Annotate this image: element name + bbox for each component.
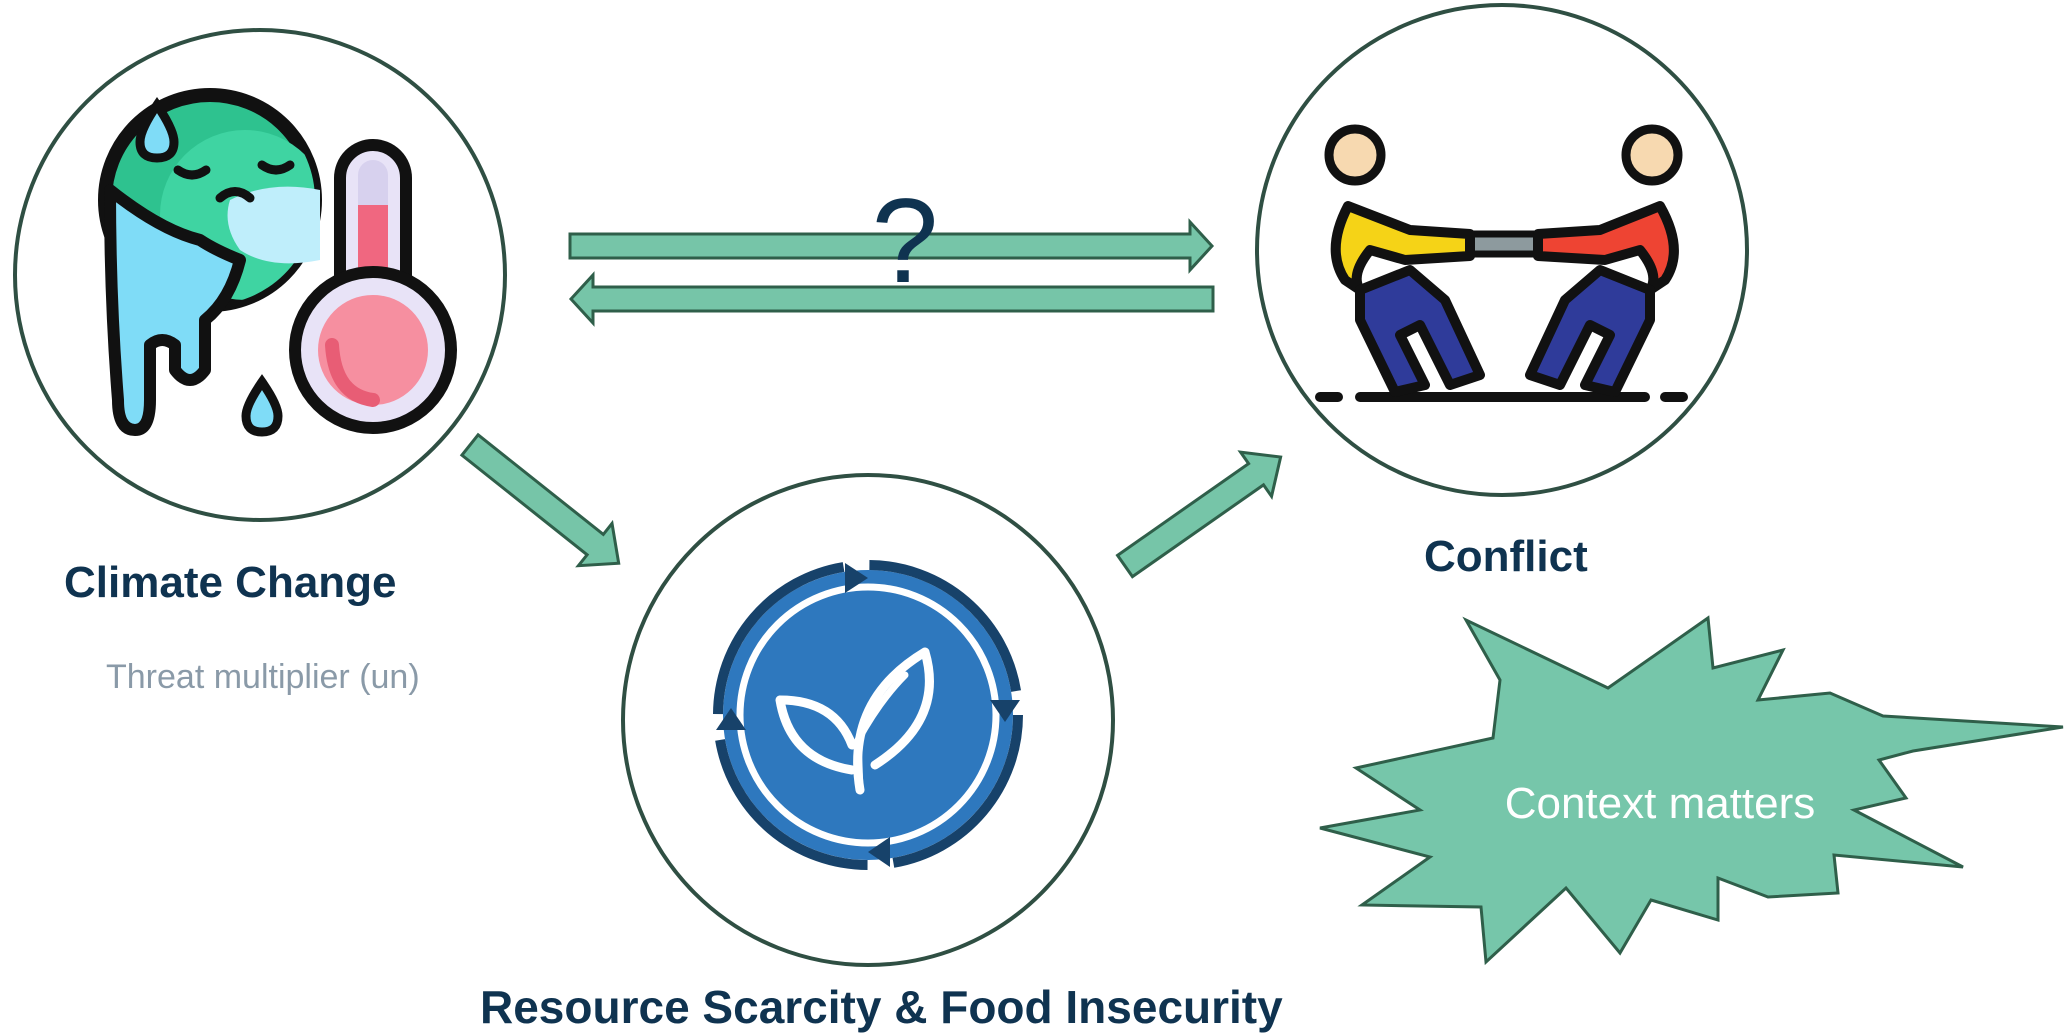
- climate-node-label: Climate Change: [64, 558, 397, 607]
- starburst-callout: [1319, 615, 2064, 966]
- globe-thermometer-icon: [98, 88, 457, 437]
- conflict-node-label: Conflict: [1424, 532, 1588, 581]
- arrow-conflict-to-climate: [568, 271, 1215, 327]
- tug-of-war-icon: [1315, 124, 1688, 402]
- resource-node-label: Resource Scarcity & Food Insecurity: [480, 981, 1283, 1033]
- arrow-climate-to-resource: [459, 432, 621, 568]
- question-mark: ?: [872, 174, 939, 308]
- climate-node-note: Threat multiplier (un): [106, 658, 420, 696]
- arrow-climate-to-conflict: [568, 218, 1215, 274]
- callout-text: Context matters: [1505, 779, 1816, 828]
- arrow-resource-to-conflict: [1115, 450, 1283, 579]
- leaf-cycle-icon: [713, 560, 1023, 870]
